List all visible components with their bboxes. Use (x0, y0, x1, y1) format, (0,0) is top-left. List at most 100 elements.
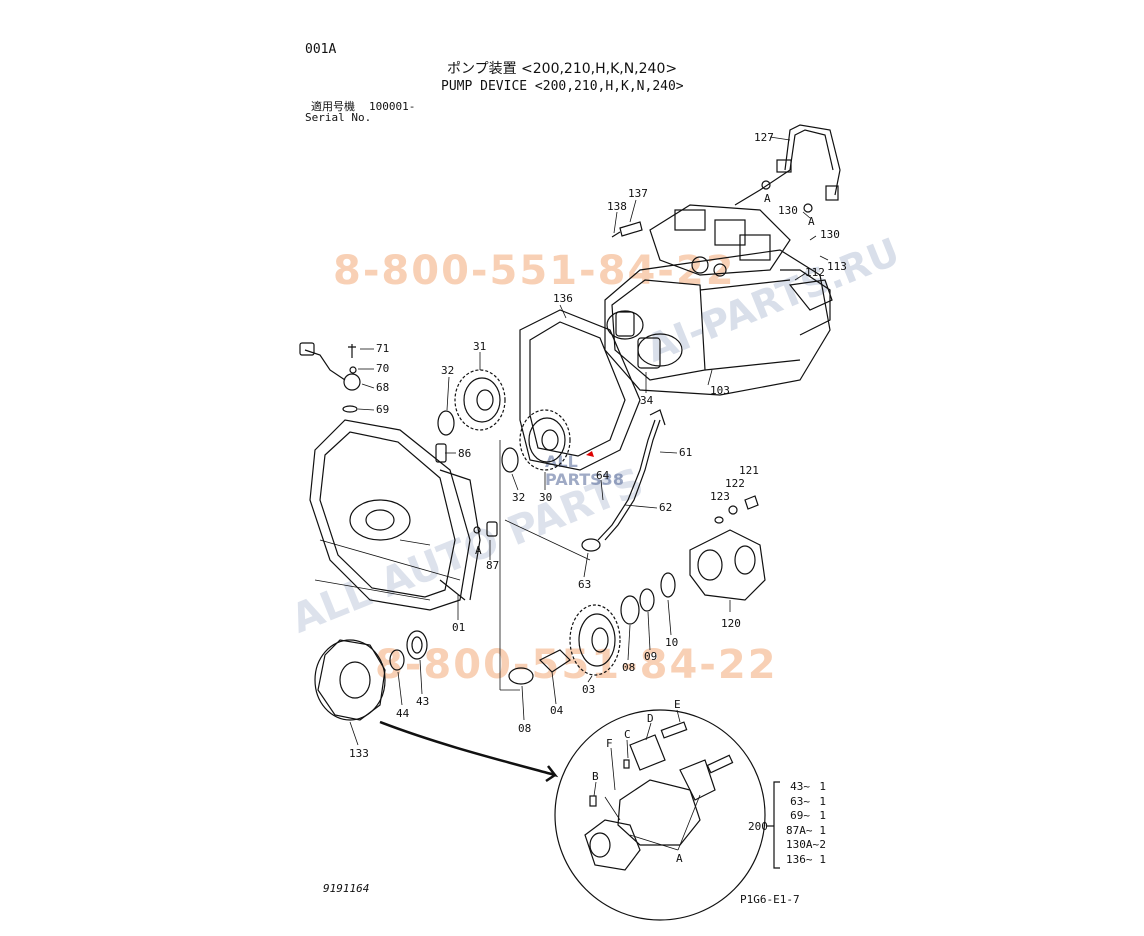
kit-part: 130A~ (786, 838, 820, 851)
label-120: 120 (721, 617, 741, 630)
label-b: B (592, 770, 599, 783)
label-122: 122 (725, 477, 745, 490)
kit-part: 63~ (790, 794, 810, 808)
label-10: 10 (665, 636, 679, 649)
bearing-43 (406, 630, 428, 660)
bolt-71 (348, 344, 356, 358)
label-44: 44 (396, 707, 410, 720)
figure-code: P1G6-E1-7 (740, 893, 800, 906)
bolt-121 (744, 495, 759, 510)
kit-part: 69~ (790, 809, 810, 822)
gasket-63 (581, 538, 601, 552)
kit-row: 130A~2 (786, 839, 826, 854)
kit-row: 136~ 1 (786, 854, 826, 869)
coupling-133 (314, 639, 386, 721)
label-103: 103 (710, 384, 730, 397)
coupling-detail-circle (554, 709, 766, 921)
brand-watermark-top: ALL (545, 452, 578, 471)
kit-parent-label: 200 (748, 820, 768, 833)
label-113: 113 (827, 260, 847, 273)
snap-ring-44 (389, 649, 405, 671)
phone-watermark-top: 8-800-551-84-22 (333, 248, 736, 294)
kit-part: 43~ (790, 780, 810, 793)
label-32-bottom: 32 (512, 491, 526, 504)
flywheel-housing (309, 419, 481, 611)
leader-lines (314, 136, 829, 851)
kit-qty: 1 (819, 794, 826, 808)
label-32-top: 32 (441, 364, 455, 377)
kit-qty: 1 (819, 852, 826, 866)
snap-ring-10 (660, 572, 676, 598)
label-43: 43 (416, 695, 430, 708)
o-ring-70 (349, 366, 357, 374)
kit-row: 43~1 (786, 781, 826, 796)
gear-31 (454, 369, 506, 431)
o-ring-123 (714, 516, 724, 524)
label-123: 123 (710, 490, 730, 503)
pump-body (604, 249, 833, 396)
plug-87 (486, 521, 498, 537)
label-31: 31 (473, 340, 487, 353)
title-japanese: ポンプ装置 <200,210,H,K,N,240> (447, 61, 678, 77)
snap-ring-32a (437, 410, 455, 436)
label-03: 03 (582, 683, 596, 696)
kit-row: 69~ 1 (786, 810, 826, 825)
label-136: 136 (553, 292, 573, 305)
kit-qty: 1 (819, 823, 826, 837)
label-127: 127 (754, 131, 774, 144)
label-62: 62 (659, 501, 673, 514)
gear-30 (519, 409, 571, 471)
gear-pump-120 (689, 529, 766, 601)
shaft-04 (538, 649, 571, 673)
bearing-08a (620, 595, 640, 625)
label-137: 137 (628, 187, 648, 200)
label-138: 138 (607, 200, 627, 213)
washer-122 (728, 505, 738, 515)
o-ring-87a (473, 526, 481, 534)
bolt-137 (611, 221, 643, 238)
drawing-number: 9191164 (323, 882, 370, 895)
kit-row: 87A~ 1 (786, 825, 826, 840)
phone-watermark-bottom: 8-800-551-84-22 (375, 642, 778, 688)
detail-arrow (379, 720, 559, 783)
pipe-62 (597, 419, 656, 541)
brand-watermark-bottom: PARTS38 (545, 470, 624, 489)
label-08-left: 08 (518, 722, 532, 735)
label-121: 121 (739, 464, 759, 477)
label-c: C (624, 728, 631, 741)
serial-label-en: Serial No. (305, 111, 372, 124)
serial-label-jp: 適用号機 (311, 100, 355, 113)
red-marker (586, 451, 594, 457)
label-86: 86 (458, 447, 472, 460)
pipe-127 (761, 124, 841, 213)
label-71: 71 (376, 342, 390, 355)
label-a-top: A (764, 192, 771, 205)
label-30: 30 (539, 491, 553, 504)
label-130-right: 130 (820, 228, 840, 241)
label-61: 61 (679, 446, 693, 459)
title-english: PUMP DEVICE <200,210,H,K,N,240> (441, 79, 684, 94)
gasket-136 (519, 309, 641, 471)
label-f: F (606, 737, 613, 750)
ring-09 (639, 588, 655, 612)
bearing-08b (508, 667, 534, 685)
kit-qty: 1 (819, 809, 826, 822)
kit-bracket (773, 781, 780, 869)
sensor-68 (343, 373, 361, 391)
label-70: 70 (376, 362, 390, 375)
label-09: 09 (644, 650, 658, 663)
label-04: 04 (550, 704, 564, 717)
label-112: 112 (805, 266, 825, 279)
serial-value: 100001- (369, 100, 416, 113)
label-a-87: A (475, 544, 482, 557)
sensor-wire (304, 349, 346, 381)
page-code: 001A (305, 42, 337, 57)
label-64: 64 (596, 469, 610, 482)
label-34: 34 (640, 394, 654, 407)
kit-part: 87A~ (786, 823, 813, 837)
kit-part: 136~ (786, 852, 813, 866)
label-68: 68 (376, 381, 390, 394)
label-a-right: A (808, 215, 815, 228)
snap-ring-32b (501, 447, 519, 473)
